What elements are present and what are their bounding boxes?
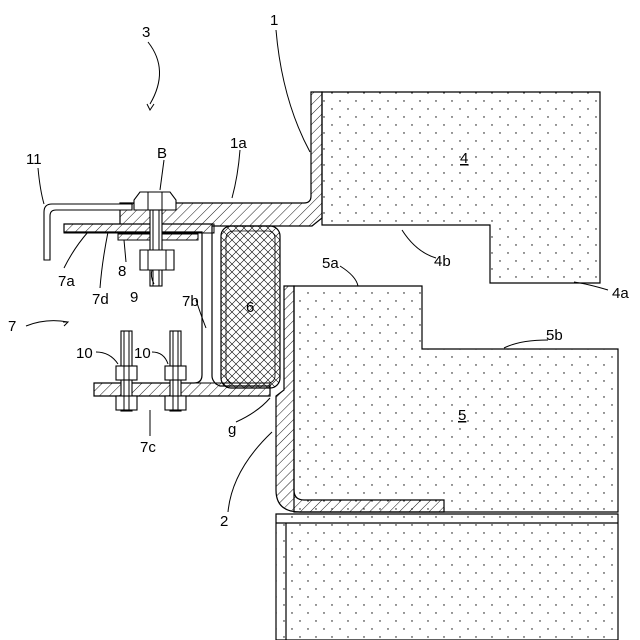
- label-7b: 7b: [182, 293, 199, 310]
- label-1a: 1a: [230, 135, 247, 152]
- label-4: 4: [460, 150, 468, 167]
- label-4b: 4b: [434, 253, 451, 270]
- label-1: 1: [270, 12, 278, 29]
- label-2: 2: [220, 513, 228, 530]
- upper-block-4: [322, 92, 600, 283]
- label-g: g: [228, 421, 236, 438]
- label-8: 8: [118, 263, 126, 280]
- label-11: 11: [26, 151, 42, 168]
- label-6: 6: [246, 299, 254, 316]
- label-5a: 5a: [322, 255, 339, 272]
- label-7a: 7a: [58, 273, 75, 290]
- label-10-right: 10: [134, 345, 151, 362]
- label-9: 9: [130, 289, 138, 306]
- label-B: B: [157, 145, 167, 162]
- label-5b: 5b: [546, 327, 563, 344]
- anchor-bolt-right: [165, 331, 186, 411]
- label-10-left: 10: [76, 345, 93, 362]
- label-7c: 7c: [140, 439, 156, 456]
- label-3: 3: [142, 24, 150, 41]
- middle-block-5: [294, 286, 618, 512]
- anchor-bolt-left: [116, 331, 137, 411]
- label-7: 7: [8, 318, 16, 335]
- label-4a: 4a: [612, 285, 629, 302]
- lower-block: [276, 514, 618, 640]
- label-7d: 7d: [92, 291, 109, 308]
- label-5: 5: [458, 407, 466, 424]
